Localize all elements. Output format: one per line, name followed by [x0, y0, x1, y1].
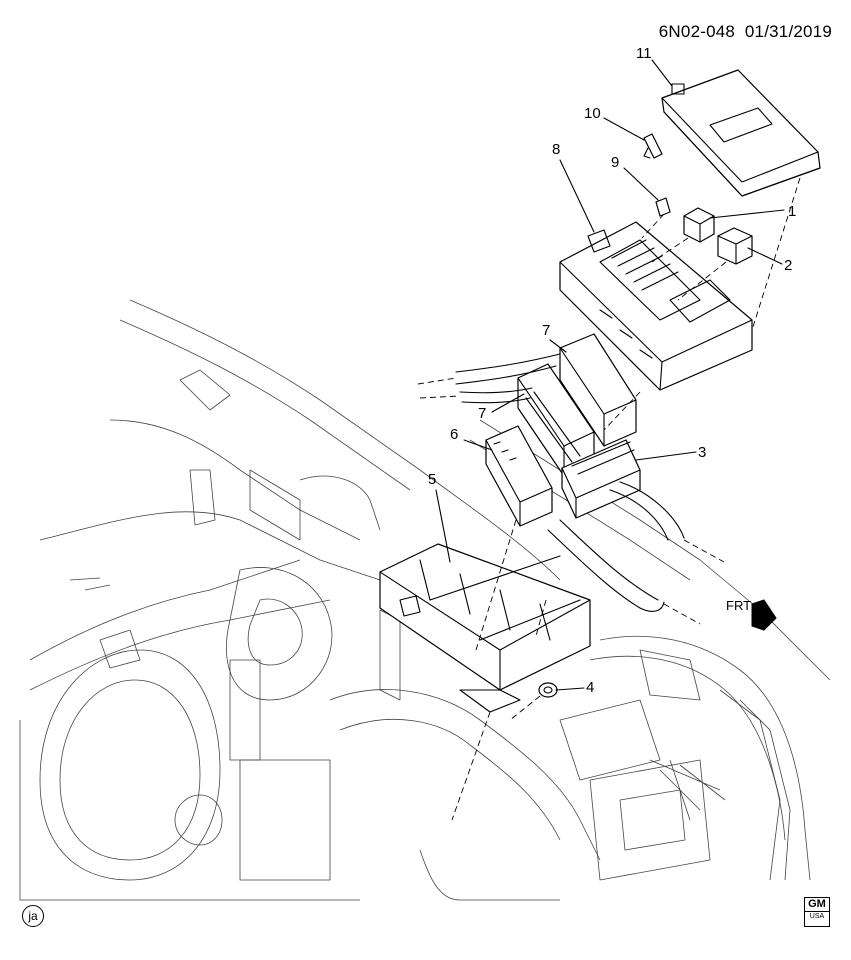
drawing-header: 6N02-048 01/31/2019 [600, 22, 832, 42]
callout-5: 5 [428, 471, 437, 488]
callout-11: 11 [636, 45, 652, 62]
front-direction-label: FRT [726, 598, 752, 613]
callout-8: 8 [552, 141, 561, 158]
part-6-connector [485, 425, 553, 527]
drawing-code: 6N02-048 [658, 22, 736, 41]
part-1-relay [683, 207, 715, 243]
assembly-guides [451, 177, 801, 821]
callout-7-lower: 7 [478, 405, 487, 422]
part-4-grommet [538, 682, 558, 698]
callout-3: 3 [698, 444, 707, 461]
part-8-fuse-block [559, 221, 753, 391]
vehicle-structure [19, 299, 831, 901]
front-direction-arrow-icon [751, 599, 777, 631]
callout-leaders [435, 59, 785, 691]
part-5-bracket [379, 543, 591, 713]
callout-9: 9 [611, 154, 620, 171]
part-3-connector [561, 439, 641, 519]
part-11-cover [661, 69, 821, 197]
callout-6: 6 [450, 426, 459, 443]
callout-10: 10 [584, 105, 601, 122]
callout-1: 1 [788, 203, 797, 220]
drawing-date: 01/31/2019 [744, 22, 832, 41]
part-10-puller [643, 133, 663, 159]
wiring-harness [417, 353, 725, 625]
part-7-connectors [517, 333, 637, 477]
callout-7-upper: 7 [542, 322, 551, 339]
gm-logo-sub: USA [805, 911, 829, 921]
callout-4: 4 [586, 679, 595, 696]
gm-logo-main: GM [808, 898, 826, 910]
part-2-relay [717, 227, 753, 265]
callout-2: 2 [784, 257, 793, 274]
gm-logo-icon: GM USA [804, 897, 830, 927]
circle-badge-icon: ja [22, 905, 44, 927]
part-9-fuse [655, 197, 671, 217]
